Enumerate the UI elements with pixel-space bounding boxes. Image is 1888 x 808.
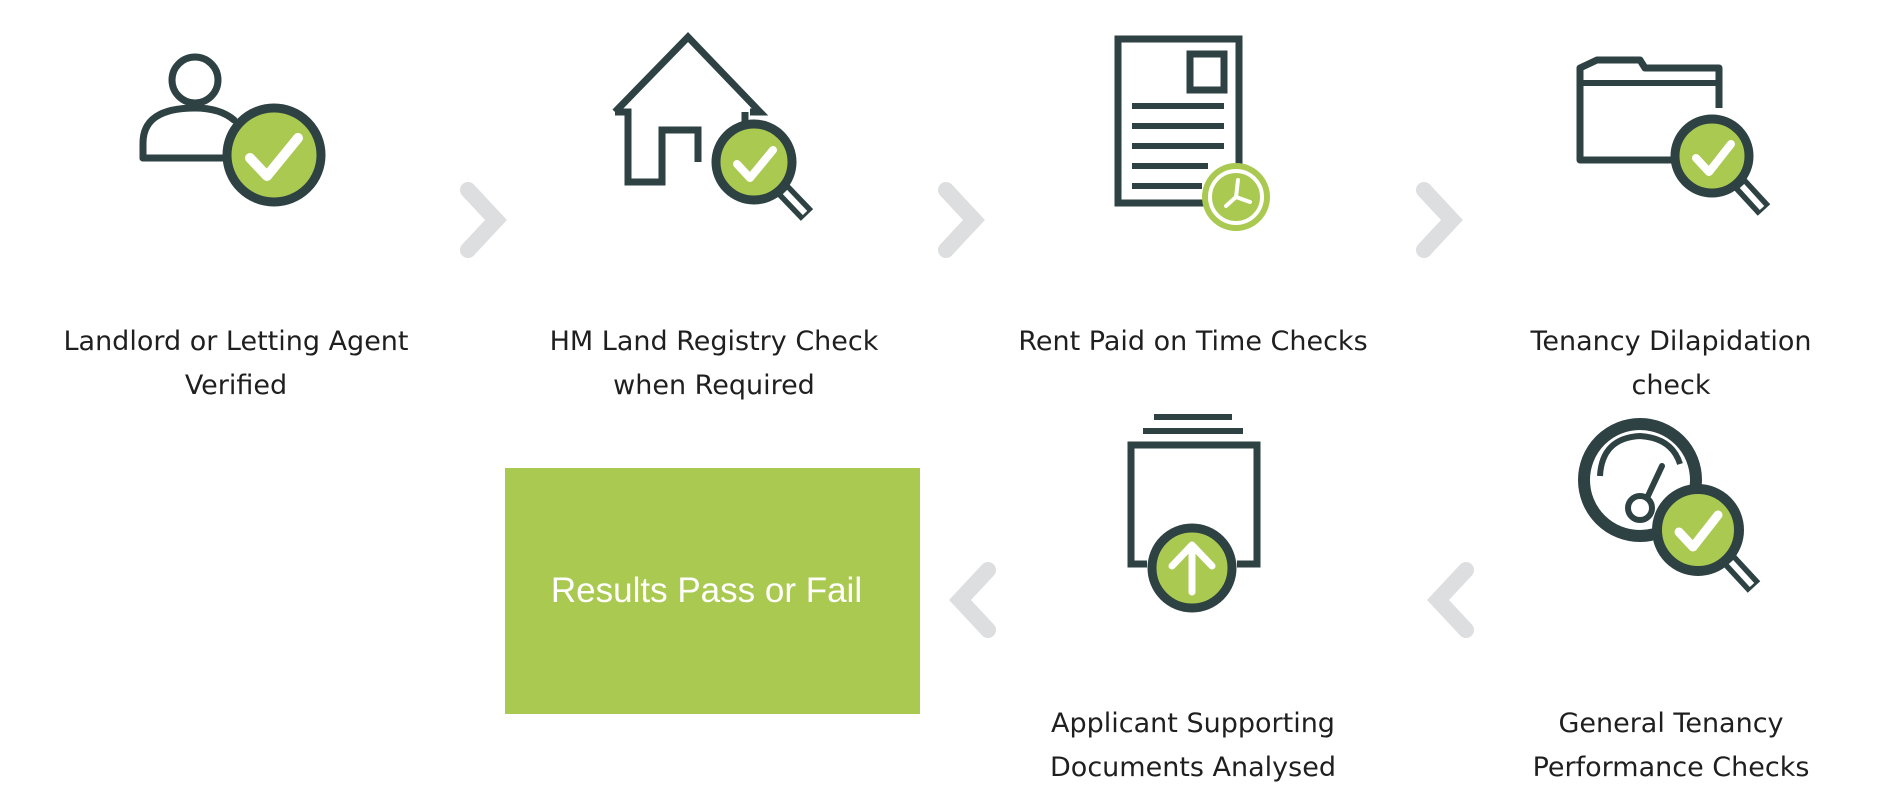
chevron-right-icon: [1414, 182, 1470, 258]
chevron-right-icon: [936, 182, 992, 258]
step-label-tenancy-performance: General Tenancy Performance Checks: [1471, 702, 1871, 790]
results-label: Results Pass or Fail: [550, 571, 863, 610]
house-search-icon: [610, 31, 830, 232]
step-label-dilapidation: Tenancy Dilapidation check: [1471, 320, 1871, 408]
step-label-line: Rent Paid on Time Checks: [1018, 326, 1368, 357]
chevron-left-icon: [1424, 562, 1480, 638]
step-label-line: General Tenancy: [1558, 708, 1784, 739]
document-upload-icon: [1125, 412, 1275, 613]
chevron-right-icon: [458, 182, 514, 258]
results-box: Results Pass or Fail: [505, 468, 920, 714]
step-label-line: check: [1631, 370, 1711, 401]
step-label-line: Performance Checks: [1532, 752, 1810, 783]
folder-search-icon: [1575, 56, 1785, 228]
step-label-supporting-documents: Applicant Supporting Documents Analysed: [993, 702, 1393, 790]
step-label-line: Tenancy Dilapidation: [1530, 326, 1812, 357]
step-label-rent-paid: Rent Paid on Time Checks: [993, 320, 1393, 364]
step-label-line: Landlord or Letting Agent: [63, 326, 409, 357]
document-clock-icon: [1112, 34, 1272, 244]
user-check-icon: [135, 48, 335, 218]
step-label-line: Documents Analysed: [1050, 752, 1336, 783]
step-label-line: Verified: [184, 370, 288, 401]
step-label-land-registry: HM Land Registry Check when Required: [514, 320, 914, 408]
step-label-line: when Required: [613, 370, 815, 401]
chevron-left-icon: [946, 562, 1002, 638]
gauge-search-icon: [1572, 418, 1782, 610]
step-label-landlord-verified: Landlord or Letting Agent Verified: [36, 320, 436, 408]
step-label-line: Applicant Supporting: [1051, 708, 1335, 739]
step-label-line: HM Land Registry Check: [549, 326, 879, 357]
